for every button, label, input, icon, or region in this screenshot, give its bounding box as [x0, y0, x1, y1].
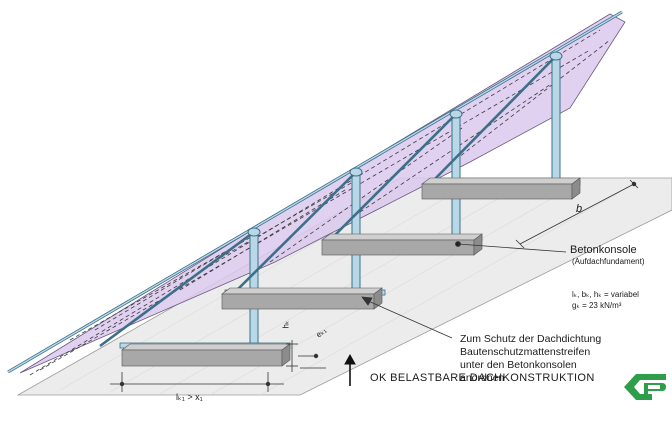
protection-mat-note: Zum Schutz der Dachdichtung Bautenschutz…: [460, 333, 601, 385]
dimension-b-label: b: [576, 203, 583, 215]
note-line-1: Zum Schutz der Dachdichtung: [460, 333, 602, 345]
density-spec-label: gₖ = 23 kN/m³: [572, 301, 622, 310]
dimension-spec-label: lₖ, bₖ, hₖ = variabel: [572, 290, 639, 299]
dimension-b: [515, 179, 639, 249]
dimension-hk: [286, 340, 326, 372]
note-line-3: unter den Betonkonsolen: [460, 359, 577, 371]
dimension-bottom-label: lₖ₁ > x₁: [176, 392, 203, 402]
ok-reference-arrow: [344, 353, 356, 386]
aufdachfundament-label: (Aufdachfundament): [572, 257, 645, 266]
leader-betonkonsole: [455, 241, 567, 253]
dimension-bottom: [110, 372, 284, 392]
concrete-block-3: [321, 233, 483, 256]
leader-protection-mat: [361, 296, 453, 339]
dimension-hk-label: hₖ: [281, 320, 291, 329]
concrete-block-2: [221, 287, 383, 310]
concrete-block-4: [421, 177, 581, 200]
note-line-4: anordnen: [460, 372, 505, 384]
concrete-block-1: [121, 343, 291, 367]
company-logo-icon: [624, 374, 666, 400]
betonkonsole-label: Betonkonsole: [570, 244, 637, 256]
ok-roof-structure-label: OK BELASTBARE DACHKONSTRUKTION: [370, 372, 595, 384]
note-line-2: Bautenschutzmattenstreifen: [460, 346, 591, 358]
